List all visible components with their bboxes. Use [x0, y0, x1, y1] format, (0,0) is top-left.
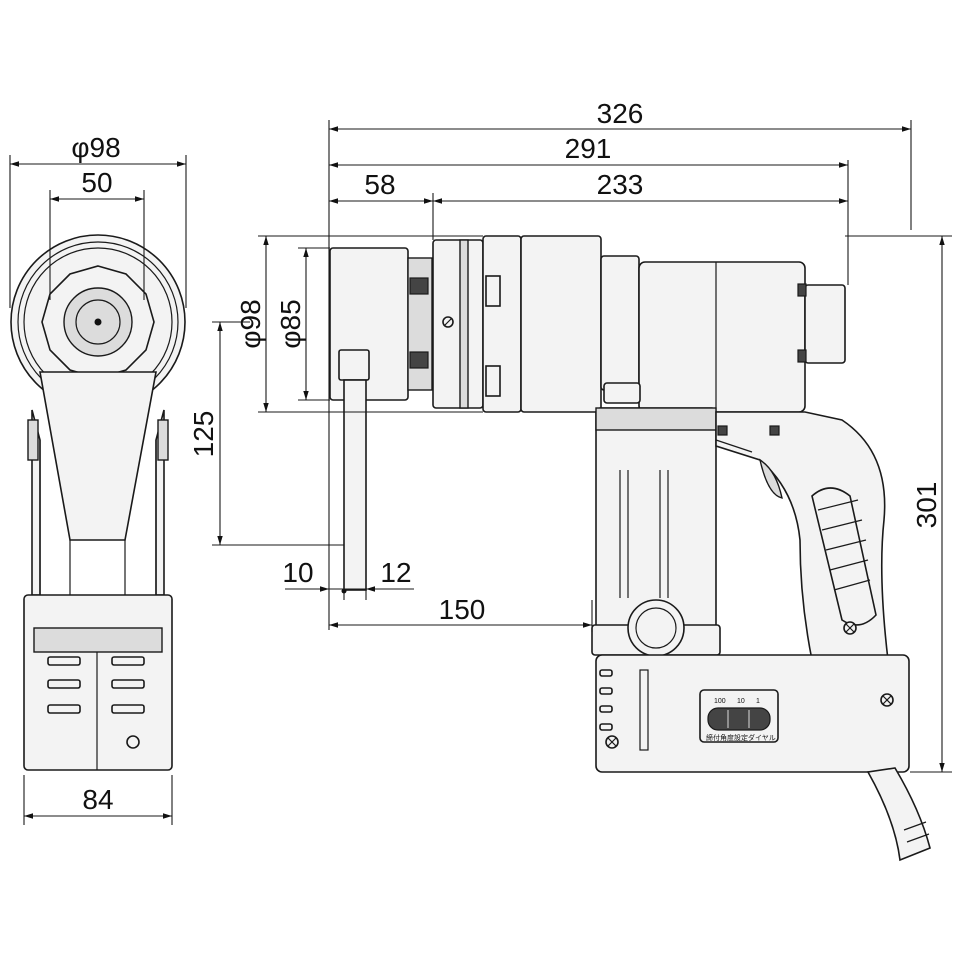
dim-body-length: 233 [597, 169, 644, 200]
front-view [10, 234, 186, 771]
dial-scale-1: 1 [756, 698, 760, 705]
dim-front-outer-diameter: φ98 [71, 132, 120, 163]
dim-length-to-head: 291 [565, 133, 612, 164]
dimension-lines [9, 120, 952, 825]
dim-side-socket-diameter: φ85 [275, 299, 306, 348]
dim-arm-width: 12 [380, 557, 411, 588]
side-motor-housing [638, 261, 806, 413]
dimension-labels: φ98 50 84 326 291 58 233 φ98 φ85 125 10 … [71, 98, 942, 815]
dial-wheels[interactable] [707, 707, 771, 731]
dim-front-socket-width: 50 [81, 167, 112, 198]
dim-arm-to-handle: 150 [439, 594, 486, 625]
side-lower-body [595, 407, 717, 631]
dim-nose-length: 58 [364, 169, 395, 200]
dial-caption: 締付角度設定ダイヤル [706, 733, 776, 742]
side-reaction-arm [343, 379, 367, 591]
dim-reaction-arm-offset: 125 [188, 411, 219, 458]
side-view: 100 10 1 締付角度設定ダイヤル [329, 235, 931, 862]
dial-scale-10: 10 [737, 698, 745, 705]
side-reaction-arm-top [338, 349, 370, 381]
side-gear-housing [520, 235, 602, 413]
dim-arm-left-gap: 10 [282, 557, 313, 588]
front-reaction-arm [39, 371, 157, 541]
dial-scale-100: 100 [714, 698, 726, 705]
dim-total-length: 326 [597, 98, 644, 129]
power-cable [866, 767, 931, 862]
dim-side-outer-diameter: φ98 [235, 299, 266, 348]
dim-total-height: 301 [911, 482, 942, 529]
dim-front-base-width: 84 [82, 784, 113, 815]
front-base-housing [23, 594, 173, 771]
